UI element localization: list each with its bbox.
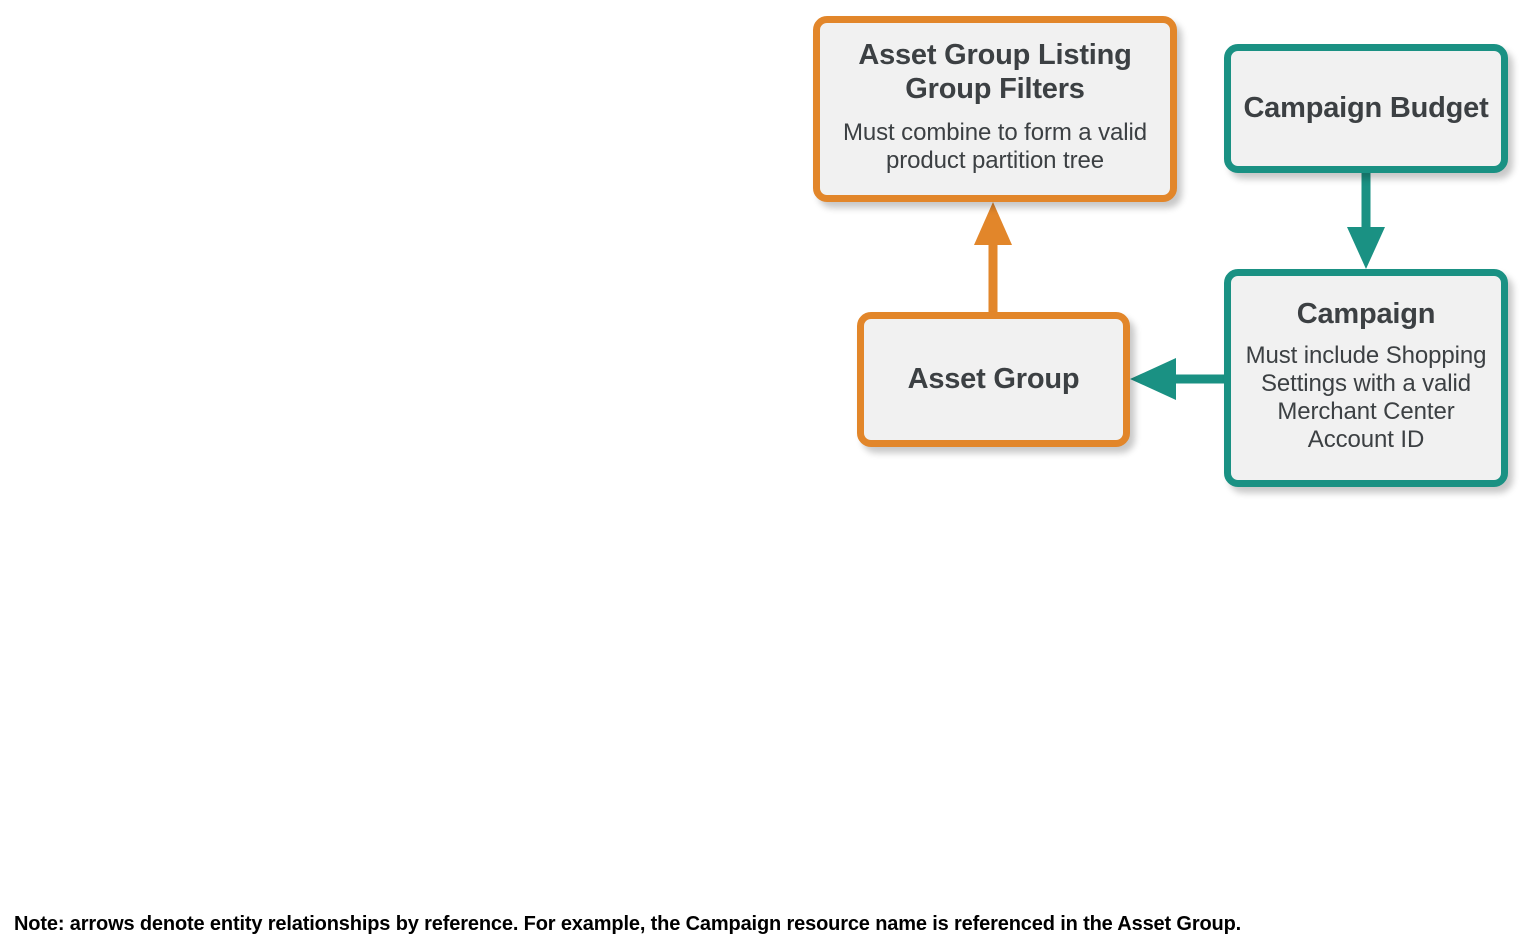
node-title: Asset Group Listing Group Filters bbox=[858, 39, 1132, 105]
node-subtitle: Must include Shopping Settings with a va… bbox=[1245, 341, 1487, 453]
node-campaign[interactable]: Campaign Must include Shopping Settings … bbox=[1224, 269, 1508, 487]
node-asset-group-listing-group-filters[interactable]: Asset Group Listing Group Filters Must c… bbox=[813, 16, 1177, 202]
edge-campaign-to-asset-group bbox=[1130, 358, 1224, 400]
node-title: Campaign Budget bbox=[1243, 91, 1489, 124]
edge-asset-group-to-listing-group-filters bbox=[974, 202, 1012, 312]
arrowhead-up-orange bbox=[974, 202, 1012, 245]
node-title: Campaign bbox=[1296, 298, 1436, 331]
diagram-footnote: Note: arrows denote entity relationships… bbox=[14, 913, 1242, 935]
node-campaign-budget[interactable]: Campaign Budget bbox=[1224, 44, 1508, 173]
edge-campaign-budget-to-campaign bbox=[1347, 173, 1385, 269]
arrowhead-left-teal bbox=[1130, 358, 1176, 400]
node-asset-group[interactable]: Asset Group bbox=[857, 312, 1130, 447]
arrowhead-down-teal bbox=[1347, 227, 1385, 269]
node-title: Asset Group bbox=[907, 362, 1080, 395]
node-subtitle: Must combine to form a valid product par… bbox=[843, 118, 1147, 174]
